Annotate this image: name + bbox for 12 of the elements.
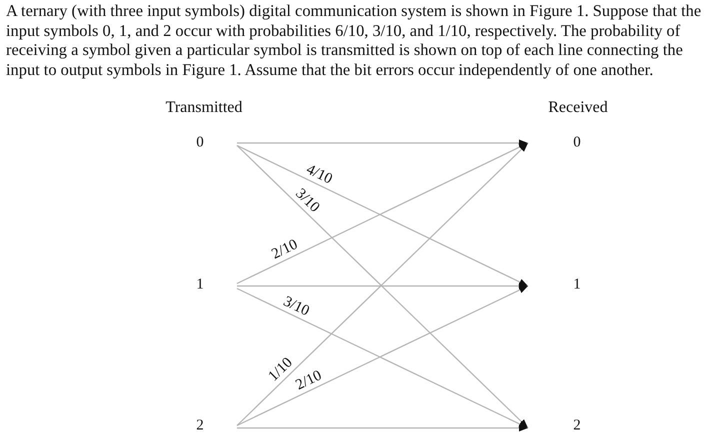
arrow: [237, 424, 528, 432]
symbol-label: 2: [573, 418, 581, 434]
symbol-label: 1: [573, 278, 581, 292]
symbol-label: 2: [196, 418, 204, 434]
problem-statement: A ternary (with three input symbols) digital communication system is shown in Figure 1. Suppose that the input symbols 0, 1, and 2 occur with probabilities 6/10, 3/10, and 1/10, respectively. The probability of receiving a symbol given a particular symbol is transmitted is shown on top of each line connecting the input to output symbols in Figure 1. Assume that the bit errors occur independently of one another.: [6, 1, 702, 80]
arrow: [237, 282, 528, 290]
column-heading: Received: [548, 100, 608, 116]
symbol-label: 0: [196, 136, 204, 150]
symbol-label: 0: [573, 136, 581, 150]
symbol-label: 1: [196, 278, 204, 292]
column-heading: Transmitted: [166, 100, 242, 116]
arrow: [237, 140, 528, 146]
